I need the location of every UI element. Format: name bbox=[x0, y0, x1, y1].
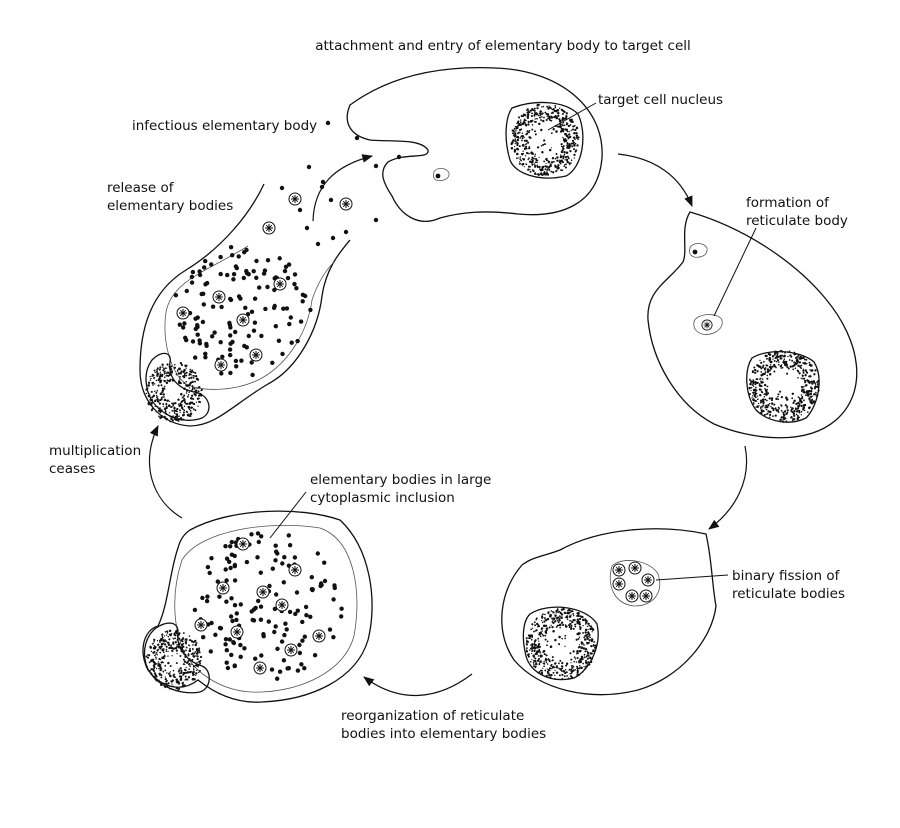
leader-binary-fission bbox=[655, 574, 729, 581]
leader-inclusion bbox=[269, 491, 307, 539]
binary-fission-cell bbox=[501, 528, 717, 696]
label-formation-line1: formation of bbox=[746, 195, 830, 211]
cell3-chromatin bbox=[525, 607, 597, 681]
label-release-line1: release of bbox=[107, 180, 175, 196]
entering-elementary-body bbox=[433, 167, 450, 181]
target-cell-nucleus bbox=[505, 101, 584, 179]
arrow-fission-to-inclusion bbox=[363, 673, 473, 696]
crescent-nucleus-lower bbox=[143, 622, 210, 694]
label-formation-line2: reticulate body bbox=[746, 213, 848, 229]
arrow-formation-to-fission bbox=[708, 445, 748, 530]
label-multiplication-line2: ceases bbox=[49, 461, 95, 477]
crescent-upper-chromatin bbox=[145, 362, 203, 423]
inclusion-elementary-bodies bbox=[192, 531, 344, 681]
cell2-chromatin bbox=[748, 349, 820, 423]
label-multiplication-line1: multiplication bbox=[49, 443, 141, 459]
crescent-nucleus-upper bbox=[145, 352, 210, 423]
arrow-inclusion-to-release bbox=[149, 425, 183, 519]
label-release-line2: elementary bodies bbox=[107, 198, 233, 214]
label-inclusion-line1: elementary bodies in large bbox=[310, 472, 491, 488]
dividing-reticulate-bodies bbox=[609, 560, 660, 607]
label-reorg-line2: bodies into elementary bodies bbox=[341, 726, 546, 742]
label-infectious-elementary-body: infectious elementary body bbox=[132, 118, 317, 134]
label-attachment: attachment and entry of elementary body … bbox=[315, 38, 691, 54]
target-cell bbox=[346, 67, 603, 222]
reticulate-formation-cell bbox=[647, 211, 858, 439]
label-binary-line2: reticulate bodies bbox=[732, 586, 845, 602]
crescent-lower-chromatin bbox=[145, 629, 203, 691]
cell2-nucleus bbox=[746, 349, 820, 423]
arrow-release-to-entry bbox=[312, 154, 374, 222]
label-inclusion-line2: cytoplasmic inclusion bbox=[310, 490, 455, 506]
leader-target-nucleus bbox=[547, 102, 597, 131]
releasing-cell bbox=[139, 164, 353, 427]
reticulate-body-inclusion bbox=[693, 314, 723, 335]
cell3-nucleus bbox=[522, 606, 599, 681]
vacuole-elementary-body bbox=[689, 243, 708, 258]
target-nucleus-chromatin bbox=[510, 103, 580, 176]
arrow-entry-to-formation bbox=[617, 153, 693, 208]
released-elementary-bodies bbox=[173, 164, 353, 378]
label-reorg-line1: reorganization of reticulate bbox=[341, 708, 524, 724]
inclusion-cell bbox=[142, 510, 373, 703]
label-binary-line1: binary fission of bbox=[732, 568, 841, 584]
leader-formation bbox=[713, 227, 757, 317]
free-elementary-bodies bbox=[319, 120, 402, 223]
label-target-cell-nucleus: target cell nucleus bbox=[598, 92, 723, 108]
